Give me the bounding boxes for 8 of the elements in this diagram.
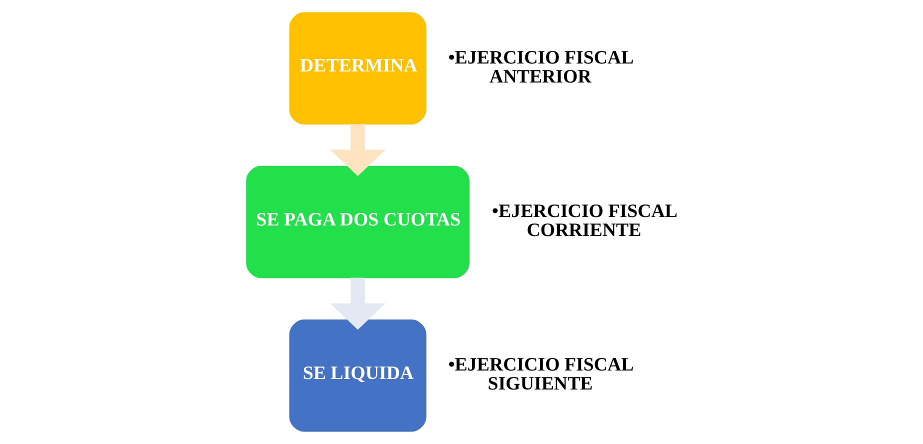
arrow: [330, 124, 386, 176]
node-box: DETERMINA: [289, 12, 426, 124]
node-label: •EJERCICIO FISCAL SIGUIENTE: [448, 354, 634, 395]
node-label: •EJERCICIO FISCAL CORRIENTE: [492, 201, 678, 241]
node-label: •EJERCICIO FISCAL ANTERIOR: [448, 47, 634, 88]
arrow: [330, 278, 386, 330]
node-box: SE LIQUIDA: [289, 320, 426, 432]
node-box: SE PAGA DOS CUOTAS: [246, 166, 470, 278]
